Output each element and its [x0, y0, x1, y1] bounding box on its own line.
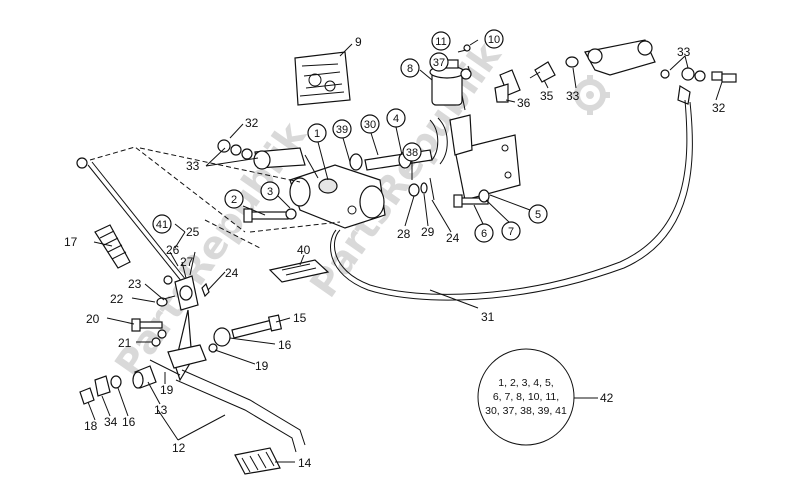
callout-35: 35 — [540, 89, 554, 103]
circled-callout-7: 7 — [501, 221, 521, 241]
kit-note-line-2: 6, 7, 8, 10, 11, — [493, 391, 559, 403]
part-right-banjo-fittings-icon — [677, 67, 737, 105]
circled-callout-41: 41 — [152, 214, 172, 234]
callout-20: 20 — [86, 312, 100, 326]
circled-callout-10: 10 — [484, 29, 504, 49]
callout-28: 28 — [397, 227, 411, 241]
circled-callout-8: 8 — [400, 58, 420, 78]
svg-text:3: 3 — [267, 186, 273, 198]
part-brake-switch-icon — [529, 56, 579, 83]
part-bolts-2-3-icon — [243, 208, 297, 223]
svg-text:38: 38 — [406, 147, 418, 159]
svg-text:41: 41 — [156, 219, 168, 231]
part-bolt-6-washer-7-icon — [453, 189, 490, 208]
svg-text:2: 2 — [231, 194, 237, 206]
circled-callout-30: 30 — [360, 114, 380, 134]
part-label-sticker-icon — [268, 259, 330, 283]
svg-text:7: 7 — [508, 226, 514, 238]
svg-text:39: 39 — [336, 124, 348, 136]
part-push-rod-icon — [76, 157, 187, 283]
callout-17: 17 — [64, 235, 78, 249]
circled-callout-5: 5 — [528, 204, 548, 224]
callout-42: 42 — [600, 391, 614, 405]
callout-32-left: 32 — [245, 116, 259, 130]
callout-40: 40 — [297, 243, 311, 257]
kit-note-line-1: 1, 2, 3, 4, 5, — [498, 377, 553, 389]
callout-numbers: 9 32 33 17 25 26 27 23 24 22 20 21 15 16… — [64, 35, 726, 470]
svg-text:10: 10 — [488, 34, 500, 46]
svg-text:37: 37 — [433, 57, 445, 69]
circled-callout-11: 11 — [431, 31, 451, 51]
svg-text:30: 30 — [364, 119, 376, 131]
part-master-cylinder-right-icon — [584, 39, 670, 79]
callout-22: 22 — [110, 292, 124, 306]
svg-text:6: 6 — [481, 228, 487, 240]
circled-callout-1: 1 — [307, 123, 327, 143]
part-bolt-20-icon — [131, 318, 167, 347]
callout-24-left: 24 — [225, 266, 239, 280]
callout-14: 14 — [298, 456, 312, 470]
callout-15: 15 — [293, 311, 307, 325]
part-clevis-icon — [156, 275, 210, 311]
circled-callout-38: 38 — [402, 142, 422, 162]
callout-19-left: 19 — [160, 383, 174, 397]
brake-hose-31-inner — [330, 101, 693, 301]
callout-9: 9 — [355, 35, 362, 49]
svg-text:4: 4 — [393, 113, 399, 125]
svg-text:1: 1 — [314, 128, 320, 140]
kit-note-line-3: 30, 37, 38, 39, 41 — [485, 405, 567, 417]
kit-contents-circle: 1, 2, 3, 4, 5, 6, 7, 8, 10, 11, 30, 37, … — [477, 348, 575, 446]
callout-33-left: 33 — [186, 159, 200, 173]
part-brake-pump-body-icon — [289, 164, 386, 229]
part-left-hose-fittings-icon — [217, 139, 319, 179]
callout-16-left: 16 — [122, 415, 136, 429]
part-brake-lever-icon — [149, 309, 306, 475]
circled-callouts: 1 39 30 4 2 3 38 6 — [152, 29, 548, 243]
callout-13: 13 — [154, 403, 168, 417]
part-mounting-bracket-icon — [429, 114, 521, 201]
circled-callout-39: 39 — [332, 119, 352, 139]
callout-31: 31 — [481, 310, 495, 324]
callout-12: 12 — [172, 441, 186, 455]
svg-text:5: 5 — [535, 209, 541, 221]
callout-18: 18 — [84, 419, 98, 433]
part-pivot-bolt-15-icon — [208, 314, 283, 353]
circled-callout-2: 2 — [224, 189, 244, 209]
callout-33-right: 33 — [677, 45, 691, 59]
callout-19-right: 19 — [255, 359, 269, 373]
part-clip-bag-icon — [294, 51, 351, 106]
part-rubber-boot-icon — [94, 224, 131, 269]
callout-34: 34 — [104, 415, 118, 429]
svg-text:8: 8 — [407, 63, 413, 75]
callout-36: 36 — [517, 96, 531, 110]
watermark-gear-icon — [570, 75, 610, 115]
brake-hose-31 — [334, 99, 688, 295]
circled-callout-4: 4 — [386, 108, 406, 128]
part-bushing-13-icon — [79, 365, 157, 405]
callout-23: 23 — [128, 277, 142, 291]
callout-33-mid: 33 — [566, 89, 580, 103]
svg-text:11: 11 — [435, 36, 446, 48]
circled-callout-6: 6 — [474, 223, 494, 243]
callout-32-right: 32 — [712, 101, 726, 115]
callout-29: 29 — [421, 225, 435, 239]
callout-24-right: 24 — [446, 231, 460, 245]
callout-16-right: 16 — [278, 338, 292, 352]
circled-callout-3: 3 — [260, 181, 280, 201]
circled-callout-37: 37 — [429, 52, 449, 72]
callout-26: 26 — [166, 243, 180, 257]
callout-27: 27 — [180, 255, 194, 269]
callout-25: 25 — [186, 225, 200, 239]
part-elbow-fitting-icon — [494, 69, 521, 103]
callout-21: 21 — [118, 336, 132, 350]
